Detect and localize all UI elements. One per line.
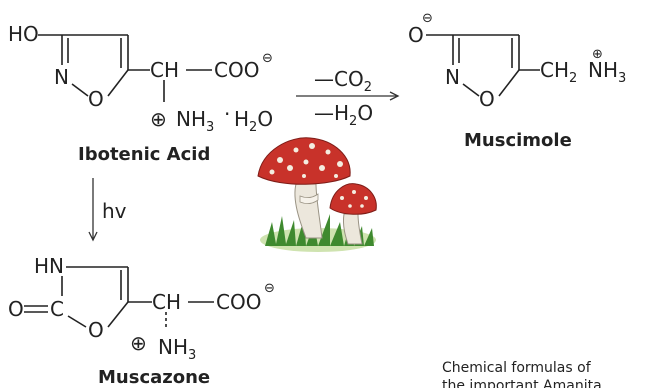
ibotenic-acid-name: Ibotenic Acid	[78, 144, 210, 165]
muscimole-minus-charge: ⊖	[422, 11, 433, 26]
muscimole-nh3-label: NH3	[588, 58, 626, 86]
ibotenic-ring-oc-bond	[107, 69, 129, 97]
caption: Chemical formulas of the important Amani…	[442, 360, 602, 388]
ibotenic-acid-structure: HO N O CH COO ⊖ ⊕ NH3 · H2O Ibotenic Aci…	[8, 22, 273, 165]
large-cap-spots	[269, 143, 343, 178]
muscimole-o-label: O	[408, 23, 424, 47]
muscazone-ch-label: CH	[152, 290, 181, 314]
muscazone-nh3-label: NH3	[158, 335, 196, 363]
ibotenic-plus-charge: ⊕	[150, 107, 167, 131]
muscimole-ring-no-bond	[462, 83, 480, 97]
caption-line-2: the important Amanita	[442, 378, 602, 388]
large-mushroom-ring	[299, 193, 319, 204]
ibotenic-coo-label: COO	[214, 58, 259, 82]
small-cap-spots	[340, 190, 368, 208]
ibotenic-ring-no-bond	[71, 83, 89, 97]
muscazone-hn-label: HN	[34, 254, 64, 278]
ibotenic-minus-charge: ⊖	[262, 51, 273, 66]
mushroom-illustration	[257, 137, 377, 252]
small-mushroom-cap	[329, 183, 377, 215]
ibotenic-ho-label: HO	[8, 22, 39, 46]
ibotenic-dot: ·	[224, 102, 230, 126]
ibotenic-ring-o-label: O	[88, 87, 104, 111]
photolysis-arrowhead	[88, 231, 98, 242]
muscimole-name: Muscimole	[464, 130, 572, 151]
muscazone-c-label: C	[50, 297, 64, 321]
muscimole-n-label: N	[445, 65, 460, 89]
small-mushroom-stem	[343, 213, 363, 245]
muscazone-plus-charge: ⊕	[130, 331, 147, 355]
muscazone-coo-label: COO	[216, 290, 261, 314]
ibotenic-ch-label: CH	[150, 58, 179, 82]
muscazone-ring-o-label: O	[88, 318, 104, 342]
ibotenic-nh3-label: NH3	[176, 107, 214, 135]
muscazone-ring-oc-bond	[107, 301, 129, 328]
hv-label: hv	[102, 199, 127, 223]
muscimole-plus-charge: ⊕	[592, 47, 603, 62]
ibotenic-n-label: N	[54, 65, 69, 89]
photolysis-arrow: hv	[88, 178, 127, 242]
muscazone-ring-co-bond	[67, 315, 87, 328]
muscazone-minus-charge: ⊖	[264, 281, 275, 296]
muscazone-o-label: O	[8, 297, 24, 321]
muscimole-ch2-label: CH2	[540, 58, 577, 86]
decarboxylation-arrow: —CO2 —H2O	[296, 67, 400, 129]
muscazone-structure: HN O C O CH COO ⊖ ⊕ NH3 Muscazone	[8, 254, 275, 388]
reaction-arrowhead	[389, 91, 400, 101]
muscimole-ring-o-label: O	[479, 87, 495, 111]
muscimole-ring-oc-bond	[498, 69, 520, 97]
caption-line-1: Chemical formulas of	[442, 360, 592, 376]
minus-h2o-label: —H2O	[314, 101, 373, 129]
minus-co2-label: —CO2	[314, 67, 372, 95]
ibotenic-water-label: H2O	[234, 107, 273, 135]
muscimole-structure: O ⊖ N O CH2 ⊕ NH3 Muscimole	[408, 11, 626, 151]
muscazone-name: Muscazone	[98, 367, 210, 388]
